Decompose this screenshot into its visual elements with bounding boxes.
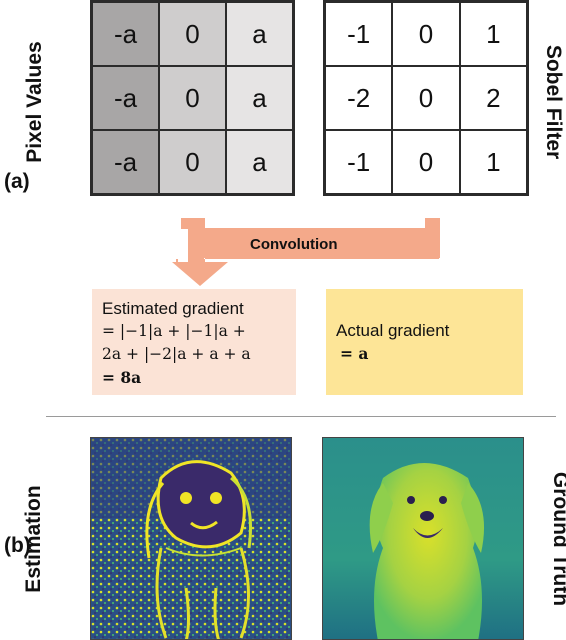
sobel-cell: 1 bbox=[459, 130, 527, 194]
pixel-cell: 0 bbox=[159, 66, 226, 130]
actual-gradient-title: Actual gradient bbox=[336, 321, 450, 340]
panel-a-label: (a) bbox=[4, 170, 30, 193]
pixel-cell: 0 bbox=[159, 130, 226, 194]
sobel-cell: -1 bbox=[325, 130, 393, 194]
pixel-cell: -a bbox=[92, 66, 159, 130]
sobel-cell: 0 bbox=[392, 2, 460, 66]
estimated-gradient-result: = 8a bbox=[102, 368, 142, 387]
estimation-image bbox=[90, 437, 292, 640]
pixel-cell: -a bbox=[92, 130, 159, 194]
estimated-gradient-line2: 2a + |−2|a + a + a bbox=[102, 345, 251, 363]
sobel-cell: -2 bbox=[325, 66, 393, 130]
sobel-cell: 0 bbox=[392, 130, 460, 194]
pixel-cell: a bbox=[226, 66, 293, 130]
sobel-cell: -1 bbox=[325, 2, 393, 66]
convolution-arrow-shape bbox=[172, 218, 440, 286]
estimated-gradient-box: Estimated gradient = |−1|a + |−1|a + 2a … bbox=[92, 289, 296, 395]
sobel-cell: 2 bbox=[459, 66, 527, 130]
pixel-cell: a bbox=[226, 130, 293, 194]
pixel-cell: -a bbox=[92, 2, 159, 66]
estimation-image-art bbox=[91, 438, 291, 639]
panel-b-label: (b) bbox=[4, 534, 31, 557]
actual-gradient-result: = a bbox=[340, 344, 369, 363]
sobel-cell: 0 bbox=[392, 66, 460, 130]
sobel-cell: 1 bbox=[459, 2, 527, 66]
ground-truth-image-art bbox=[323, 438, 523, 639]
estimation-label: Estimation bbox=[22, 485, 45, 593]
pixel-cell: a bbox=[226, 2, 293, 66]
convolution-label: Convolution bbox=[250, 236, 338, 253]
sobel-filter-grid: -1 0 1 -2 0 2 -1 0 1 bbox=[323, 0, 529, 196]
ground-truth-label: Ground Truth bbox=[549, 471, 566, 607]
panel-divider bbox=[46, 416, 556, 417]
actual-gradient-box: Actual gradient = a bbox=[326, 289, 523, 395]
ground-truth-image bbox=[322, 437, 524, 640]
pixel-values-grid: -a 0 a -a 0 a -a 0 a bbox=[90, 0, 295, 196]
estimated-gradient-line1: = |−1|a + |−1|a + bbox=[102, 322, 246, 340]
pixel-cell: 0 bbox=[159, 2, 226, 66]
estimated-gradient-title: Estimated gradient bbox=[102, 299, 244, 318]
